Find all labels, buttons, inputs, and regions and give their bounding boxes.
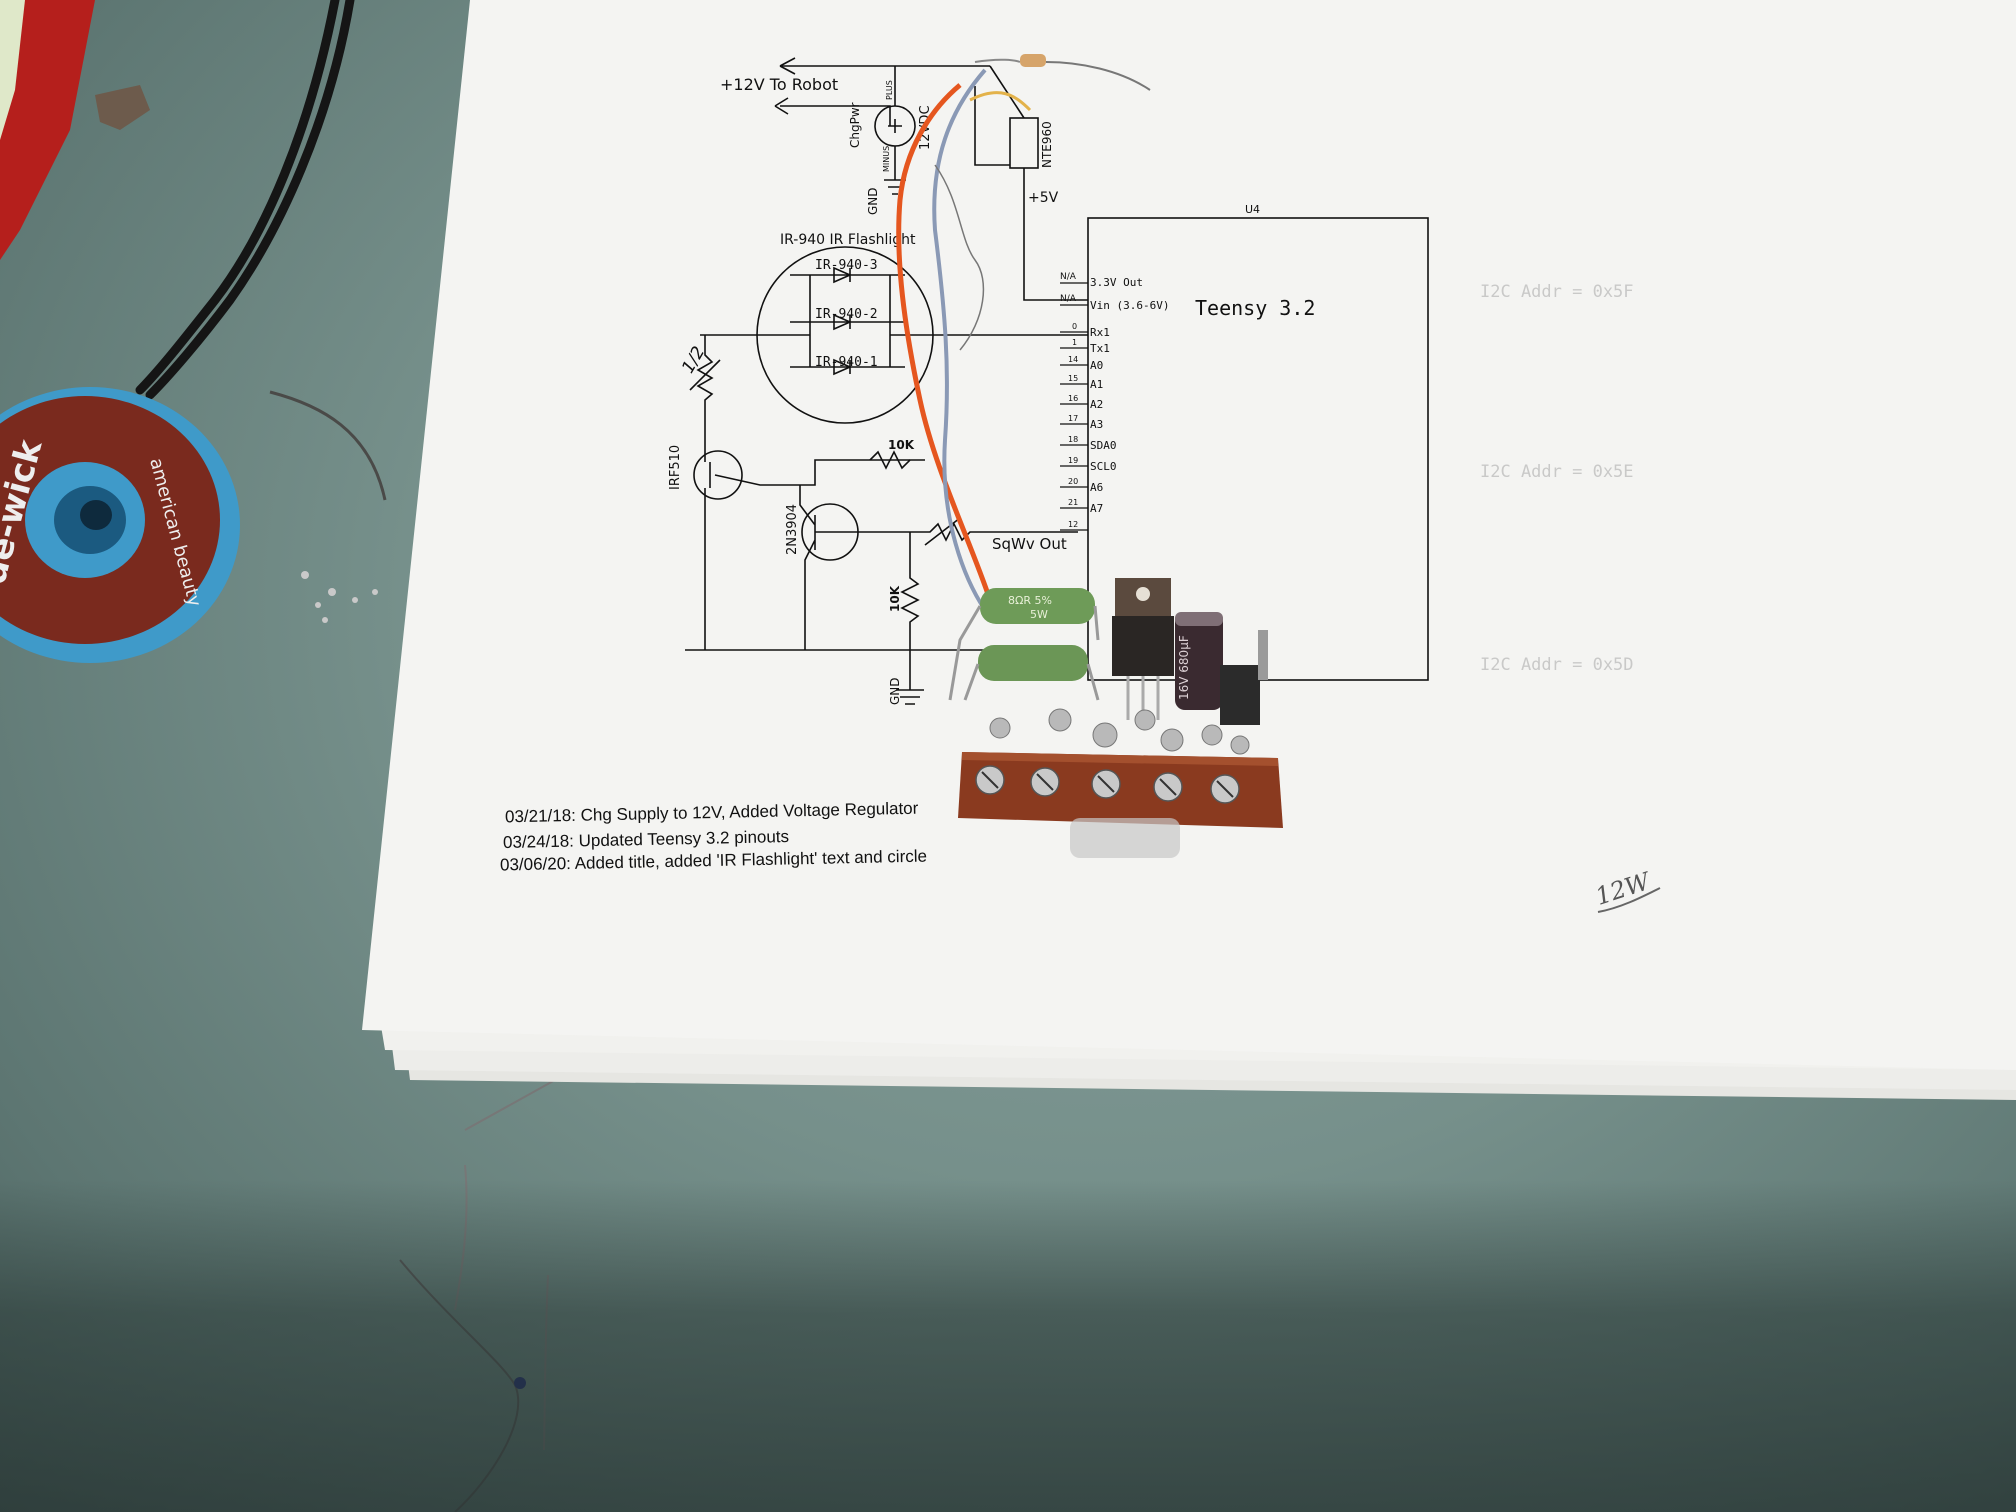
capacitor-text: 16V 680µF [1177,635,1191,700]
power-out-label: +12V To Robot [720,75,839,94]
pin-num: 17 [1068,414,1079,423]
blue-wire [932,68,987,612]
pin-name: A6 [1090,481,1104,494]
voltage-regulator [1112,578,1174,720]
resistor-text: 5W [1030,608,1048,621]
top-resistor [974,54,1151,91]
power-cable [135,0,355,400]
pin-name: A2 [1090,398,1104,411]
led3-label: IR-940-3 [815,258,878,273]
pin-num: 0 [1072,322,1078,331]
pin-num: 1 [1072,338,1078,347]
pin-name: A0 [1090,359,1104,372]
solder-wick-spool: de-wick american beauty [0,387,240,663]
pin-num: N/A [1060,272,1076,282]
ghost-text: I2C Addr = 0x5F [1480,282,1634,302]
scrap-bit [95,85,150,130]
pin-name: SCL0 [1090,460,1117,473]
solder-joints [989,708,1250,755]
pin-name: Tx1 [1090,342,1110,355]
resistor-text: 8ΩR 5% [1008,594,1052,607]
led1-label: IR-940-1 [815,355,878,370]
pin-num: 21 [1068,498,1079,507]
orange-wire [896,83,993,601]
red-book [0,0,95,260]
ghost-text: I2C Addr = 0x5D [1480,655,1634,675]
pin-num: 20 [1068,477,1079,486]
solder-bits [301,571,378,623]
pin-num: 19 [1068,456,1079,465]
pin-name: A3 [1090,418,1104,431]
electrolytic-capacitor: 16V 680µF [1175,612,1223,710]
pin-name: Vin (3.6-6V) [1090,299,1170,312]
header-connector [1220,630,1268,725]
u4-label: U4 [1245,203,1261,216]
pin-num: N/A [1060,294,1076,304]
teensy-label: Teensy 3.2 [1195,296,1316,320]
r1-label: 10K [888,438,914,452]
power-resistor-1: 8ΩR 5% 5W [948,588,1100,701]
pin-num: 15 [1068,374,1079,383]
pin-name: SDA0 [1090,439,1117,452]
flashlight-label: IR-940 IR Flashlight [780,232,916,248]
pin-num: 14 [1068,355,1079,364]
ghost-text: I2C Addr = 0x5E [1480,462,1634,482]
pin-name: 3.3V Out [1090,276,1143,289]
pin-name: A7 [1090,502,1104,515]
pin-num: 16 [1068,394,1079,403]
bottom-shadow [0,1180,2016,1512]
terminal-strip [958,752,1283,858]
power-resistor-2 [963,645,1100,701]
pin-num: 18 [1068,435,1079,444]
led2-label: IR-940-2 [815,307,878,322]
plus5v-label: +5V [1028,190,1059,206]
pin-name: Rx1 [1090,326,1110,339]
pin-num: 12 [1068,520,1079,529]
sqwv-label: SqWv Out [992,535,1067,553]
pin-name: A1 [1090,378,1104,391]
